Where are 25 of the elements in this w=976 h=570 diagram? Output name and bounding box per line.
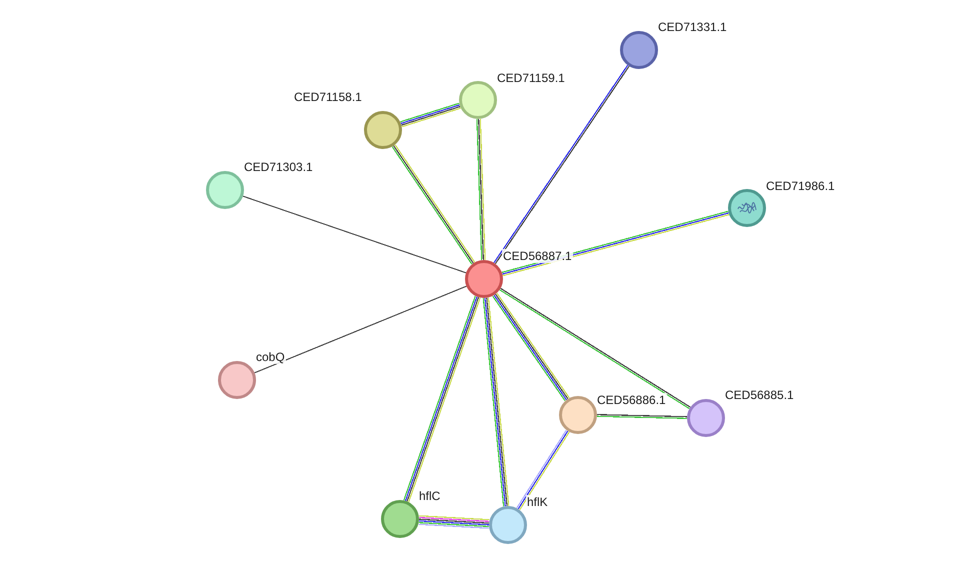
- protein-label: CED71159.1: [496, 71, 566, 85]
- interaction-line: [493, 64, 630, 264]
- interaction-line: [403, 296, 481, 502]
- interaction-line: [502, 210, 730, 277]
- interaction-line: [492, 292, 570, 402]
- protein-label: hflC: [418, 489, 442, 503]
- interaction-line: [516, 430, 570, 510]
- interaction-line: [596, 414, 688, 420]
- protein-label: CED71158.1: [293, 90, 363, 104]
- protein-label: CED71986.1: [765, 179, 836, 193]
- protein-label: CED71303.1: [243, 160, 314, 174]
- protein-label: cobQ: [255, 350, 286, 364]
- interaction-line: [476, 118, 486, 260]
- interaction-line: [242, 196, 466, 274]
- interaction-line: [400, 102, 461, 128]
- protein-label: CED56885.1: [724, 388, 795, 402]
- protein-label: CED56886.1: [596, 393, 667, 407]
- protein-label: CED56887.1: [502, 249, 573, 263]
- interaction-line: [482, 298, 510, 506]
- interaction-line: [254, 286, 467, 374]
- interaction-line: [392, 144, 476, 265]
- interaction-line: [418, 514, 490, 530]
- protein-label: CED71331.1: [657, 20, 728, 34]
- interaction-line: [499, 288, 691, 410]
- protein-label: hflK: [526, 495, 549, 509]
